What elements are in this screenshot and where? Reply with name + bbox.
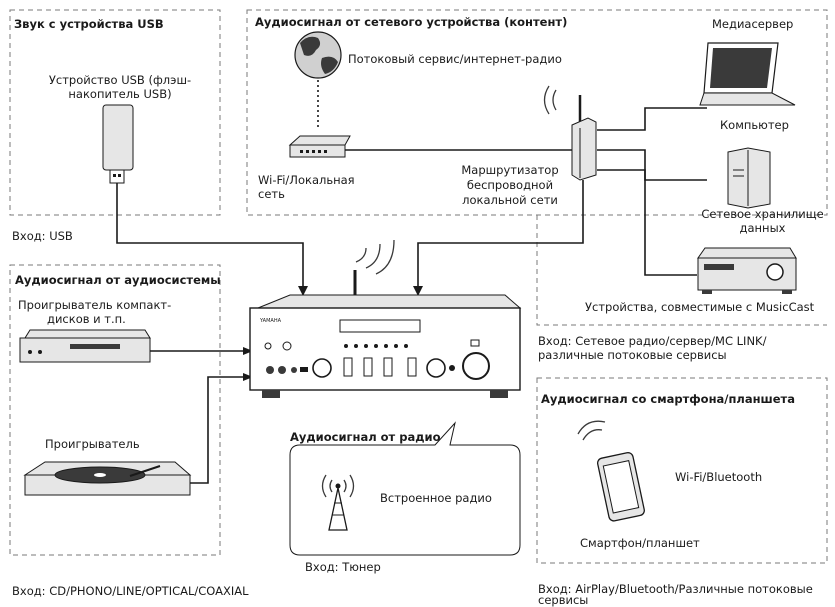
router-label-line3: локальной сети	[462, 193, 558, 207]
streaming-service-label: Потоковый сервис/интернет-радио	[348, 52, 562, 66]
smartphone-label: Смартфон/планшет	[580, 536, 700, 550]
router-to-computer	[597, 107, 707, 131]
smartphone-input-label-line2: сервисы	[538, 593, 589, 607]
router-to-nas	[597, 149, 707, 181]
turntable-label: Проигрыватель	[45, 437, 140, 451]
musiccast-receiver-icon	[697, 247, 797, 294]
audio-system-section-title: Аудиосигнал от аудиосистемы	[15, 273, 221, 287]
smartphone-section-box	[536, 377, 828, 564]
nas-icon	[727, 147, 771, 209]
network-input-label-line1: Вход: Сетевое радио/сервер/MC LINK/	[538, 334, 767, 348]
router-to-musiccast	[597, 169, 697, 276]
router-icon	[543, 85, 597, 181]
usb-device-label-line2: накопитель USB)	[68, 87, 172, 101]
usb-stick-icon	[102, 104, 134, 184]
cd-player-label-line1: Проигрыватель компакт-	[18, 298, 172, 312]
router-label-line1: Маршрутизатор	[461, 163, 559, 177]
wifi-bluetooth-label: Wi-Fi/Bluetooth	[675, 470, 763, 484]
globe-icon	[294, 31, 342, 79]
musiccast-label: Устройства, совместимые с MusicCast	[585, 300, 815, 314]
mediaserver-label: Медиасервер	[712, 17, 794, 31]
nas-label-line1: Сетевое хранилище	[701, 207, 824, 221]
audio-system-section-box	[9, 264, 221, 556]
router-cable	[417, 180, 584, 292]
cd-arrow	[243, 347, 253, 355]
laptop-icon	[699, 42, 796, 106]
radio-tower-icon	[321, 474, 355, 531]
radio-input-label: Вход: Тюнер	[305, 560, 381, 574]
turntable-cable	[190, 376, 245, 484]
nas-label-line2: данных	[739, 221, 786, 235]
network-lower-box	[536, 215, 827, 326]
network-input-label-line2: различные потоковые сервисы	[538, 348, 727, 362]
usb-cable	[116, 183, 304, 292]
amplifier-brand: YAMAHA	[259, 318, 282, 324]
smartphone-icon	[577, 420, 645, 522]
cd-player-icon	[19, 329, 151, 363]
usb-input-label: Вход: USB	[12, 229, 73, 243]
network-section-title: Аудиосигнал от сетевого устройства (конт…	[255, 15, 568, 29]
cd-player-label-line2: дисков и т.п.	[47, 312, 126, 326]
router-label-line2: беспроводной	[466, 178, 554, 192]
radio-bubble	[289, 421, 521, 556]
audio-system-input-label: Вход: CD/PHONO/LINE/OPTICAL/COAXIAL	[12, 584, 249, 598]
wifi-lan-label-line1: Wi-Fi/Локальная	[258, 173, 355, 187]
modem-icon	[288, 135, 351, 158]
router-arrow	[413, 286, 423, 296]
turntable-icon	[23, 461, 192, 496]
wifi-lan-label-line2: сеть	[258, 187, 285, 201]
amplifier-icon	[249, 270, 522, 398]
usb-section-title: Звук с устройства USB	[14, 17, 164, 31]
usb-device-label-line1: Устройство USB (флэш-	[48, 73, 192, 87]
radio-section-title: Аудиосигнал от радио	[290, 430, 441, 444]
smartphone-input-label-line1: Вход: AirPlay/Bluetooth/Различные потоко…	[538, 582, 813, 596]
amp-wifi-waves	[355, 239, 395, 275]
turntable-arrow	[243, 373, 253, 381]
builtin-radio-label: Встроенное радио	[380, 491, 492, 505]
smartphone-section-title: Аудиосигнал со смартфона/планшета	[541, 392, 795, 406]
computer-label: Компьютер	[720, 118, 789, 132]
usb-arrow	[298, 286, 308, 296]
